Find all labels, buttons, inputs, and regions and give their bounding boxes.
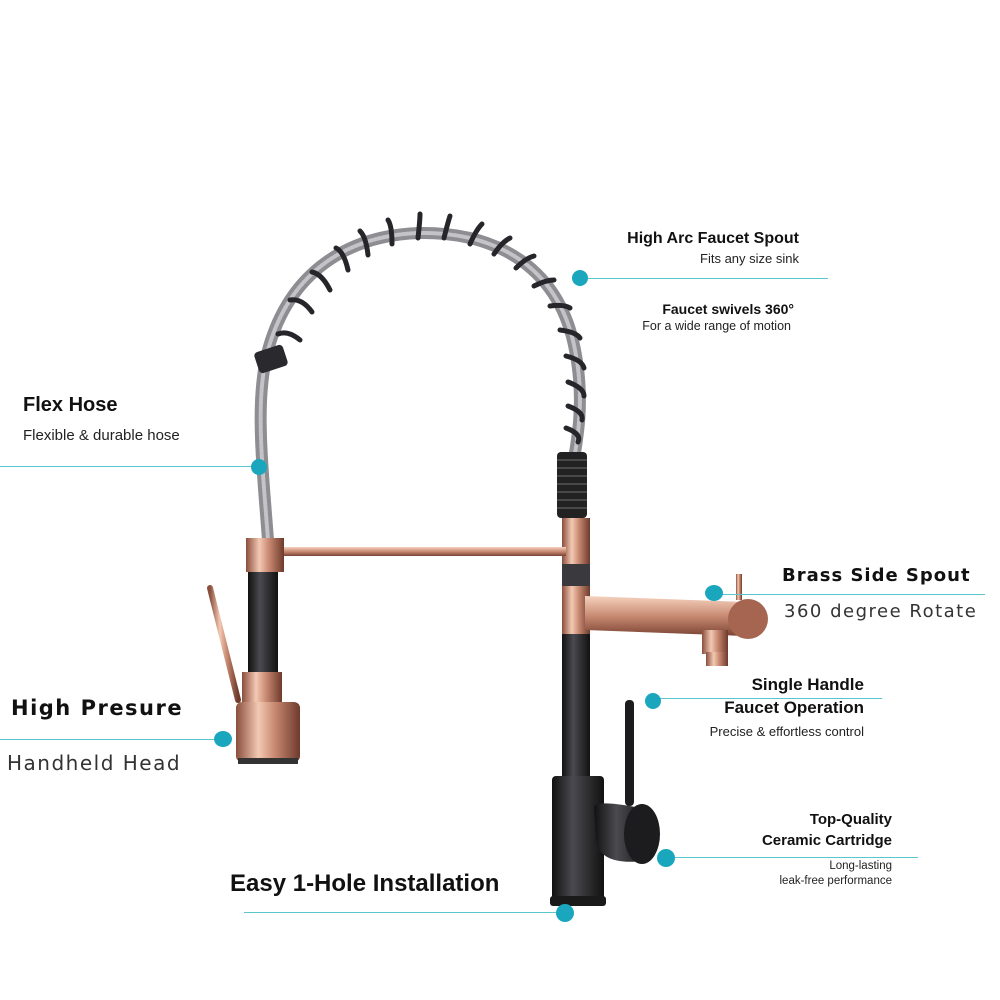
support-arm <box>280 547 566 556</box>
high-arc-title: High Arc Faucet Spout <box>627 230 799 247</box>
spring-coil <box>275 211 587 445</box>
high-pressure-marker[interactable] <box>214 731 232 747</box>
side-spout <box>585 596 745 636</box>
installation-leader-line <box>244 912 564 913</box>
swivel-title: Faucet swivels 360° <box>662 301 794 317</box>
side-spout-title: Brass Side Spout <box>782 565 971 586</box>
single-handle-title-line2: Faucet Operation <box>724 698 864 717</box>
ribbed-sleeve <box>557 452 587 518</box>
side-spout-marker[interactable] <box>705 585 723 601</box>
single-handle-marker[interactable] <box>645 693 661 709</box>
installation-marker[interactable] <box>556 904 574 922</box>
high-arc-subtitle: Fits any size sink <box>700 251 799 266</box>
high-arc-marker[interactable] <box>572 270 588 286</box>
handle-cap <box>624 804 660 864</box>
cartridge-title-line2: Ceramic Cartridge <box>761 832 892 849</box>
swivel-subtitle: For a wide range of motion <box>642 319 791 333</box>
side-spout-subtitle: 360 degree Rotate <box>784 601 978 622</box>
high-arc-leader-line <box>580 278 828 279</box>
single-handle-subtitle: Precise & effortless control <box>709 724 864 739</box>
cartridge-subtitle-line2: leak-free performance <box>779 875 893 887</box>
cartridge-marker[interactable] <box>657 849 675 867</box>
main-body <box>562 634 590 794</box>
flex-hose-marker[interactable] <box>251 459 267 475</box>
side-spout-leader-line <box>718 594 985 595</box>
flex-hose-title: Flex Hose <box>23 394 118 416</box>
handle-lever <box>625 700 634 806</box>
sprayer-lever <box>207 585 241 703</box>
cartridge-title-line1: Top-Quality <box>809 811 892 828</box>
single-handle-title-line1: Single Handle <box>751 675 864 694</box>
hose-collar <box>254 344 288 374</box>
high-pressure-leader-line <box>0 739 220 740</box>
high-pressure-title: High Presure <box>11 696 184 720</box>
cartridge-leader-line <box>670 857 918 858</box>
single-handle-leader-line <box>652 698 882 699</box>
installation-title: Easy 1-Hole Installation <box>230 870 500 897</box>
cartridge-subtitle-line1: Long-lasting <box>829 860 892 872</box>
flex-hose-leader-line <box>0 466 258 467</box>
flex-hose-subtitle: Flexible & durable hose <box>23 427 180 444</box>
high-pressure-subtitle: Handheld Head <box>7 751 182 775</box>
